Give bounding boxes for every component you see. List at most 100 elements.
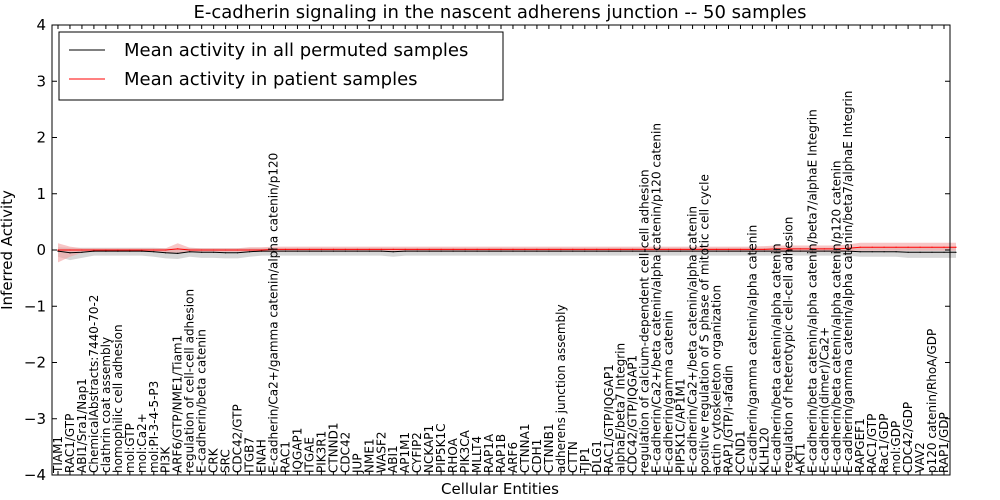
series-0-point bbox=[560, 250, 562, 252]
series-0-point bbox=[835, 250, 837, 252]
x-tick-label: E-cadherin/gamma catenin/alpha catenin/b… bbox=[841, 91, 855, 473]
series-1-point bbox=[847, 247, 849, 249]
x-tick-label: RAP1/GTP/I-afadin bbox=[722, 365, 736, 473]
x-tick-label: PIK3R1 bbox=[314, 431, 328, 473]
y-tick-label: −2 bbox=[24, 354, 46, 372]
series-1-point bbox=[249, 249, 251, 251]
x-tick-label: RAC1/GTP bbox=[63, 414, 77, 473]
series-0-point bbox=[332, 250, 334, 252]
series-1-point bbox=[404, 248, 406, 250]
y-tick-label: 3 bbox=[36, 72, 46, 90]
series-0-point bbox=[320, 250, 322, 252]
series-1-point bbox=[883, 246, 885, 248]
x-tick-label: regulation of cell-cell adhesion bbox=[183, 289, 197, 473]
x-tick-label: regulation of heterotypic cell-cell adhe… bbox=[781, 217, 795, 473]
x-tick-label: actin cytoskeleton organization bbox=[710, 285, 724, 473]
y-tick-label: −1 bbox=[24, 297, 46, 315]
series-1-point bbox=[668, 248, 670, 250]
series-1-point bbox=[787, 248, 790, 250]
series-1-point bbox=[584, 248, 586, 250]
x-tick-label: homophilic cell adhesion bbox=[111, 324, 125, 473]
series-0-point bbox=[81, 251, 83, 253]
x-tick-label: VAV2 bbox=[913, 442, 927, 473]
series-1-point bbox=[141, 249, 143, 251]
series-1-point bbox=[440, 248, 442, 250]
series-1-point bbox=[476, 248, 478, 250]
x-axis-label: Cellular Entities bbox=[441, 480, 559, 498]
x-tick-label: RAC1 bbox=[279, 441, 293, 473]
legend-label-0: Mean activity in all permuted samples bbox=[124, 40, 468, 61]
series-0-point bbox=[500, 250, 502, 252]
series-0-point bbox=[692, 250, 694, 252]
series-1-point bbox=[739, 248, 742, 250]
x-tick-label: alphaE/beta7 Integrin bbox=[614, 343, 628, 473]
series-0-point bbox=[859, 251, 861, 253]
x-tick-label: clathrin coat assembly bbox=[99, 337, 113, 473]
series-1-point bbox=[692, 248, 694, 250]
series-1-point bbox=[560, 248, 562, 250]
series-0-point bbox=[177, 252, 179, 254]
x-tick-label: RAP1A bbox=[482, 433, 496, 473]
x-tick-label: AP1M1 bbox=[398, 432, 412, 473]
y-tick-label: 2 bbox=[36, 129, 46, 147]
series-1-point bbox=[524, 248, 526, 250]
x-tick-label: E-cadherin/beta catenin/alpha catenin/p1… bbox=[829, 160, 843, 473]
series-0-point bbox=[751, 250, 754, 252]
series-1-point bbox=[931, 246, 933, 248]
series-1-point bbox=[763, 248, 766, 250]
x-tick-label: AKT1 bbox=[793, 443, 807, 473]
series-1-point bbox=[320, 248, 322, 250]
series-line-0 bbox=[57, 250, 956, 254]
series-0-point bbox=[584, 250, 586, 252]
series-0-point bbox=[93, 250, 95, 252]
series-0-point bbox=[715, 250, 718, 252]
series-0-point bbox=[464, 250, 466, 252]
series-1-point bbox=[512, 248, 514, 250]
x-tick-label: mol:PI-3-4-5-P3 bbox=[147, 381, 161, 473]
series-0-point bbox=[201, 251, 203, 253]
x-tick-label: E-cadherin/gamma catenin bbox=[662, 311, 676, 474]
series-1-point bbox=[775, 248, 778, 250]
series-0-point bbox=[272, 250, 275, 252]
series-0-point bbox=[823, 250, 825, 252]
series-band-1 bbox=[58, 242, 956, 263]
series-1-point bbox=[308, 248, 310, 250]
series-1-point bbox=[284, 248, 287, 250]
series-1-point bbox=[213, 249, 215, 251]
series-0-point bbox=[703, 250, 706, 252]
x-tick-label: IQGAP1 bbox=[291, 428, 305, 473]
x-tick-label: p120 catenin/RhoA/GDP bbox=[925, 329, 939, 473]
series-0-point bbox=[117, 250, 119, 252]
series-1-point bbox=[69, 249, 71, 251]
series-0-point bbox=[404, 250, 406, 252]
x-tick-label: CDC42/GTP/IQGAP1 bbox=[626, 355, 640, 473]
y-tick-label: 0 bbox=[36, 241, 46, 259]
series-1-point bbox=[201, 249, 203, 251]
series-1-point bbox=[368, 248, 370, 250]
series-0-point bbox=[907, 251, 909, 253]
x-tick-label: CYFIP2 bbox=[410, 432, 424, 473]
x-tick-label: RAPGEF1 bbox=[853, 418, 867, 473]
series-0-point bbox=[392, 251, 394, 253]
x-tick-label: E-cadherin/Ca2+/beta catenin/alpha caten… bbox=[650, 123, 664, 473]
series-1-point bbox=[751, 248, 754, 250]
series-0-point bbox=[871, 251, 873, 253]
series-0-point bbox=[57, 250, 59, 252]
series-1-point bbox=[871, 246, 873, 248]
series-0-point bbox=[141, 250, 143, 252]
series-1-point bbox=[500, 248, 502, 250]
series-1-point bbox=[859, 246, 861, 248]
series-1-point bbox=[799, 248, 801, 250]
series-1-point bbox=[93, 249, 95, 251]
series-0-point bbox=[189, 251, 191, 253]
series-0-point bbox=[488, 250, 490, 252]
series-1-point bbox=[596, 248, 598, 250]
series-1-point bbox=[715, 248, 718, 250]
x-tick-label: E-cadherin/gamma catenin/alpha catenin bbox=[745, 225, 759, 473]
x-tick-label: RHOA bbox=[446, 437, 460, 473]
y-tick-label: 1 bbox=[36, 185, 46, 203]
series-1-point bbox=[428, 248, 430, 250]
x-tick-label: NCKAP1 bbox=[422, 425, 436, 473]
x-tick-label: TIAM1 bbox=[51, 436, 65, 474]
